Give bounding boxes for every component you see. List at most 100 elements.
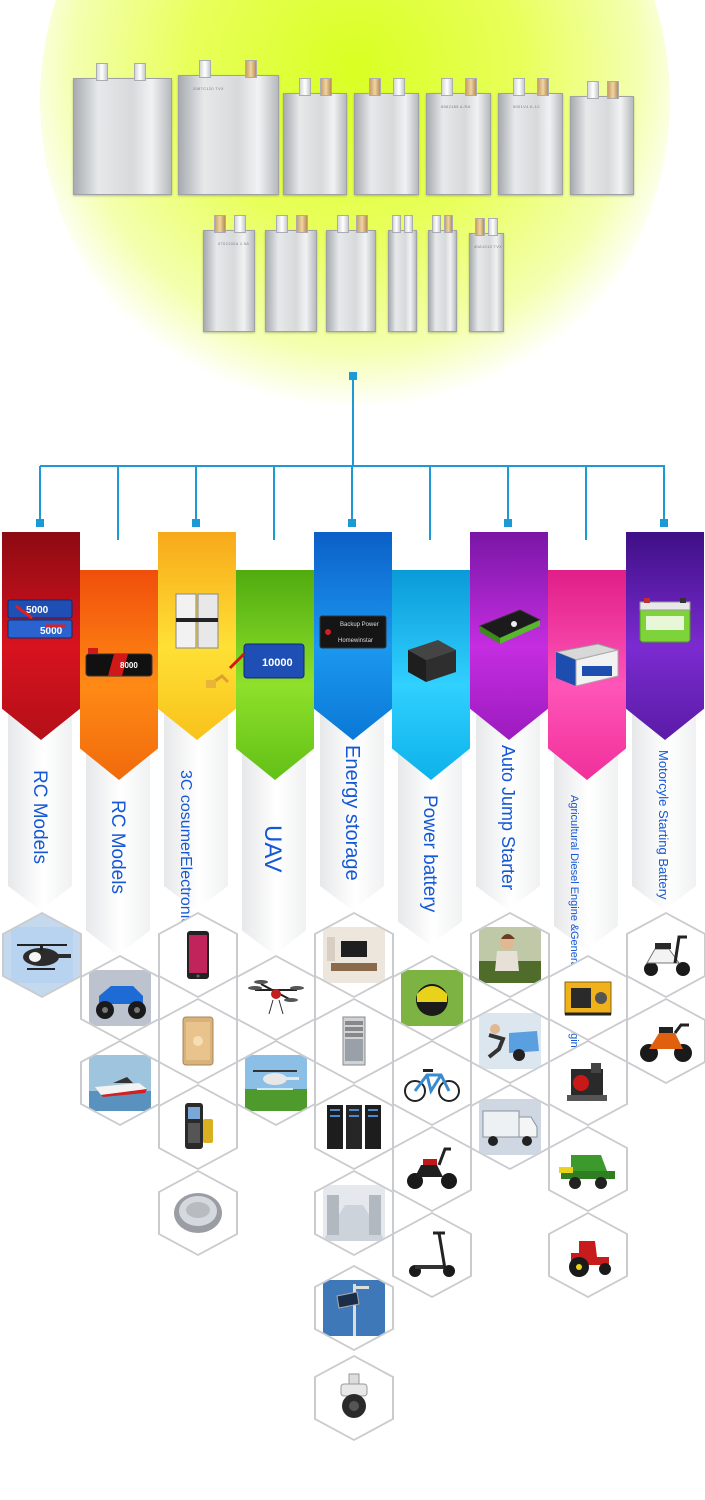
engine-icon — [567, 1063, 607, 1101]
battery-capacity-label: 5000 — [40, 626, 63, 637]
category-label-sheet — [398, 750, 462, 945]
battery-capacity-label: 5000 — [26, 605, 49, 616]
application-hex — [548, 1126, 628, 1212]
battery-cell: 40A1010 TVX — [469, 218, 504, 332]
data-center-icon — [323, 1185, 385, 1241]
category-label-sheet — [320, 710, 384, 910]
push-car-icon — [479, 1013, 541, 1069]
category-label-motorcycle-battery: Motorcyle Starting Battery — [656, 750, 671, 900]
battery-cell — [326, 215, 376, 332]
category-band-3c-electronics — [158, 532, 236, 740]
category-label-auto-jump-starter: Auto Jump Starter — [498, 745, 518, 891]
cell-print: 6562185 A-RA — [441, 104, 471, 109]
application-hex — [314, 912, 394, 998]
category-label-energy-storage: Energy storage — [341, 745, 363, 881]
battery-cell — [570, 81, 634, 195]
rc-monster-truck-icon — [89, 970, 151, 1026]
pouch-cell-pack-icon — [175, 593, 219, 649]
application-hex — [470, 912, 550, 998]
category-label-uav: UAV — [259, 825, 286, 873]
cell-print: 5001V4 A-1C — [513, 104, 541, 109]
harvester-icon — [559, 1155, 615, 1189]
application-hex — [314, 1265, 394, 1351]
cell-print: 40A1010 TVX — [474, 244, 503, 249]
cell-print: 2087C120 TVX — [193, 86, 224, 91]
battery-capacity-label: 10000 — [262, 657, 293, 669]
category-label-sheet — [242, 750, 306, 955]
rc-helicopter-icon — [11, 927, 73, 983]
lipo-battery-pack-icon: 5000 5000 — [7, 599, 73, 639]
application-hex — [392, 1212, 472, 1298]
tablet-icon — [182, 1016, 214, 1066]
battery-cell — [265, 215, 317, 332]
battery-cell — [388, 215, 417, 332]
application-hex — [80, 1040, 160, 1126]
drone-icon — [248, 980, 304, 1015]
application-hex — [158, 1084, 238, 1170]
smartphone-icon — [187, 931, 209, 979]
application-hex — [314, 1084, 394, 1170]
category-label-rc-models-2: RC Models — [107, 800, 128, 894]
application-hex — [470, 998, 550, 1084]
application-hex — [158, 998, 238, 1084]
application-hex — [548, 955, 628, 1041]
motorcycle-icon — [640, 1023, 692, 1062]
application-hex — [314, 1170, 394, 1256]
backup-power-unit-icon: Backup Power Homewinstar — [319, 615, 387, 649]
battery-cell — [428, 215, 457, 332]
electric-scooter-icon — [407, 1147, 457, 1189]
application-hex — [392, 1040, 472, 1126]
category-label-sheet — [632, 710, 696, 910]
lipo-battery-pack-icon: 8000 — [85, 648, 153, 677]
label-line: 3C cosumer — [177, 770, 194, 857]
category-label-rc-models-1: RC Models — [29, 770, 50, 864]
motor-scooter-icon — [644, 935, 690, 976]
security-camera-icon — [340, 1373, 368, 1418]
application-hex — [314, 1355, 394, 1441]
category-label-sheet — [476, 710, 540, 910]
battery-capacity-label: 8000 — [120, 661, 138, 670]
label-line: Agricultural Diesel Engine & — [568, 795, 580, 932]
application-hex — [236, 955, 316, 1041]
battery-cell: 0702102A 1.5A — [203, 215, 255, 332]
crop-spraying-helicopter-icon — [245, 1055, 307, 1111]
rc-speedboat-icon — [89, 1055, 151, 1111]
handheld-scanner-icon — [185, 1103, 213, 1149]
application-hex — [548, 1212, 628, 1298]
lipo-battery-pack-icon: 10000 — [206, 643, 305, 688]
battery-cell — [354, 78, 419, 195]
stranded-driver-icon — [479, 927, 541, 983]
battery-cell: 2087C120 TVX — [178, 60, 279, 195]
electric-unicycle-icon — [401, 970, 463, 1026]
category-label-3c-electronics: 3C cosumerElectronics — [176, 770, 194, 935]
application-hex — [392, 955, 472, 1041]
server-rack-icon — [327, 1105, 381, 1149]
category-label-sheet — [554, 750, 618, 950]
application-hex — [80, 955, 160, 1041]
label-line: Electronics — [177, 856, 194, 935]
application-hex — [314, 998, 394, 1084]
tractor-icon — [569, 1241, 611, 1277]
motorcycle-battery-icon — [554, 643, 620, 687]
battery-cell: 6562185 A-RA — [426, 78, 491, 195]
server-tower-icon — [342, 1016, 366, 1066]
battery-cell — [73, 63, 172, 195]
backup-power-label: Backup Power — [340, 622, 379, 628]
application-hex — [470, 1084, 550, 1170]
solar-street-light-icon — [323, 1280, 385, 1336]
cell-print: 0702102A 1.5A — [218, 241, 250, 246]
electric-bicycle-icon — [404, 1069, 460, 1102]
motorcycle-battery-icon — [639, 598, 691, 643]
battery-cell — [283, 78, 347, 195]
application-hex — [158, 1170, 238, 1256]
backup-power-brand: Homewinstar — [338, 638, 373, 644]
category-label-power-battery: Power battery — [419, 795, 440, 913]
generator-icon — [564, 981, 612, 1016]
truck-icon — [479, 1099, 541, 1155]
application-hex — [236, 1040, 316, 1126]
home-tv-room-icon — [323, 927, 385, 983]
application-hex — [548, 1040, 628, 1126]
application-hex — [626, 912, 705, 998]
power-battery-block-icon — [408, 640, 456, 682]
battery-cell: 5001V4 A-1C — [498, 78, 563, 195]
